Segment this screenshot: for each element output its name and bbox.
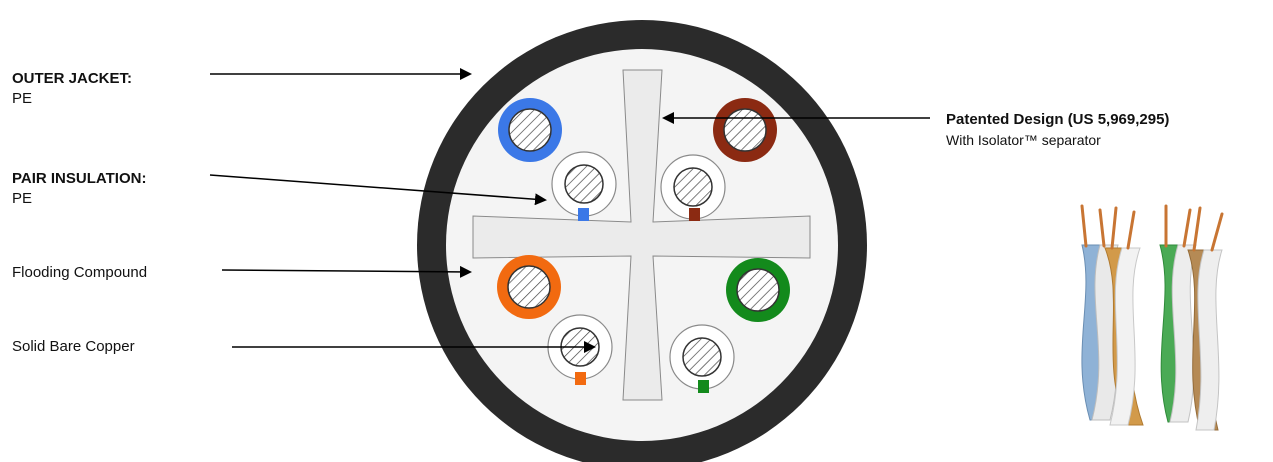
twisted-pair-illustration bbox=[1082, 206, 1222, 430]
wire-brown bbox=[713, 98, 777, 162]
wire-orange bbox=[497, 255, 561, 319]
wire-green bbox=[726, 258, 790, 322]
wire-blue bbox=[498, 98, 562, 162]
